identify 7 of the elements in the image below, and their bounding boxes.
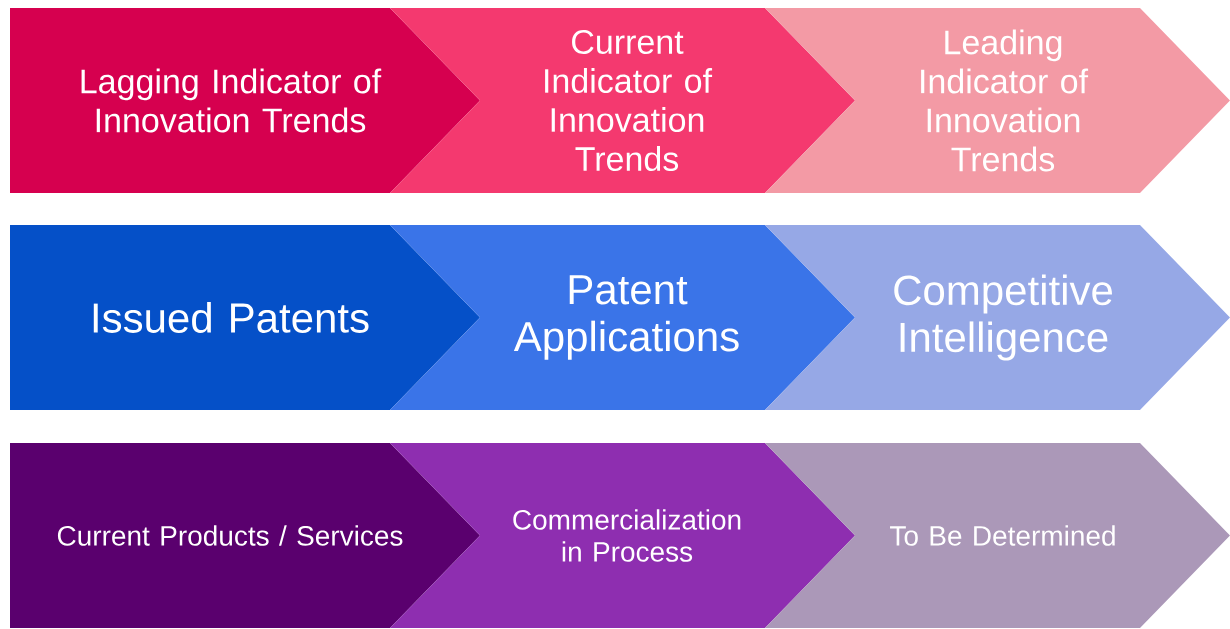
chevron-box: Competitive Intelligence (765, 225, 1230, 410)
chevron-box: Issued Patents (10, 225, 480, 410)
chevron-box: Leading Indicator of Innovation Trends (765, 8, 1230, 193)
chevron-box: Lagging Indicator of Innovation Trends (10, 8, 480, 193)
chevron-box: To Be Determined (765, 443, 1230, 628)
chevron-box: Current Indicator of Innovation Trends (390, 8, 855, 193)
chevron-box: Patent Applications (390, 225, 855, 410)
